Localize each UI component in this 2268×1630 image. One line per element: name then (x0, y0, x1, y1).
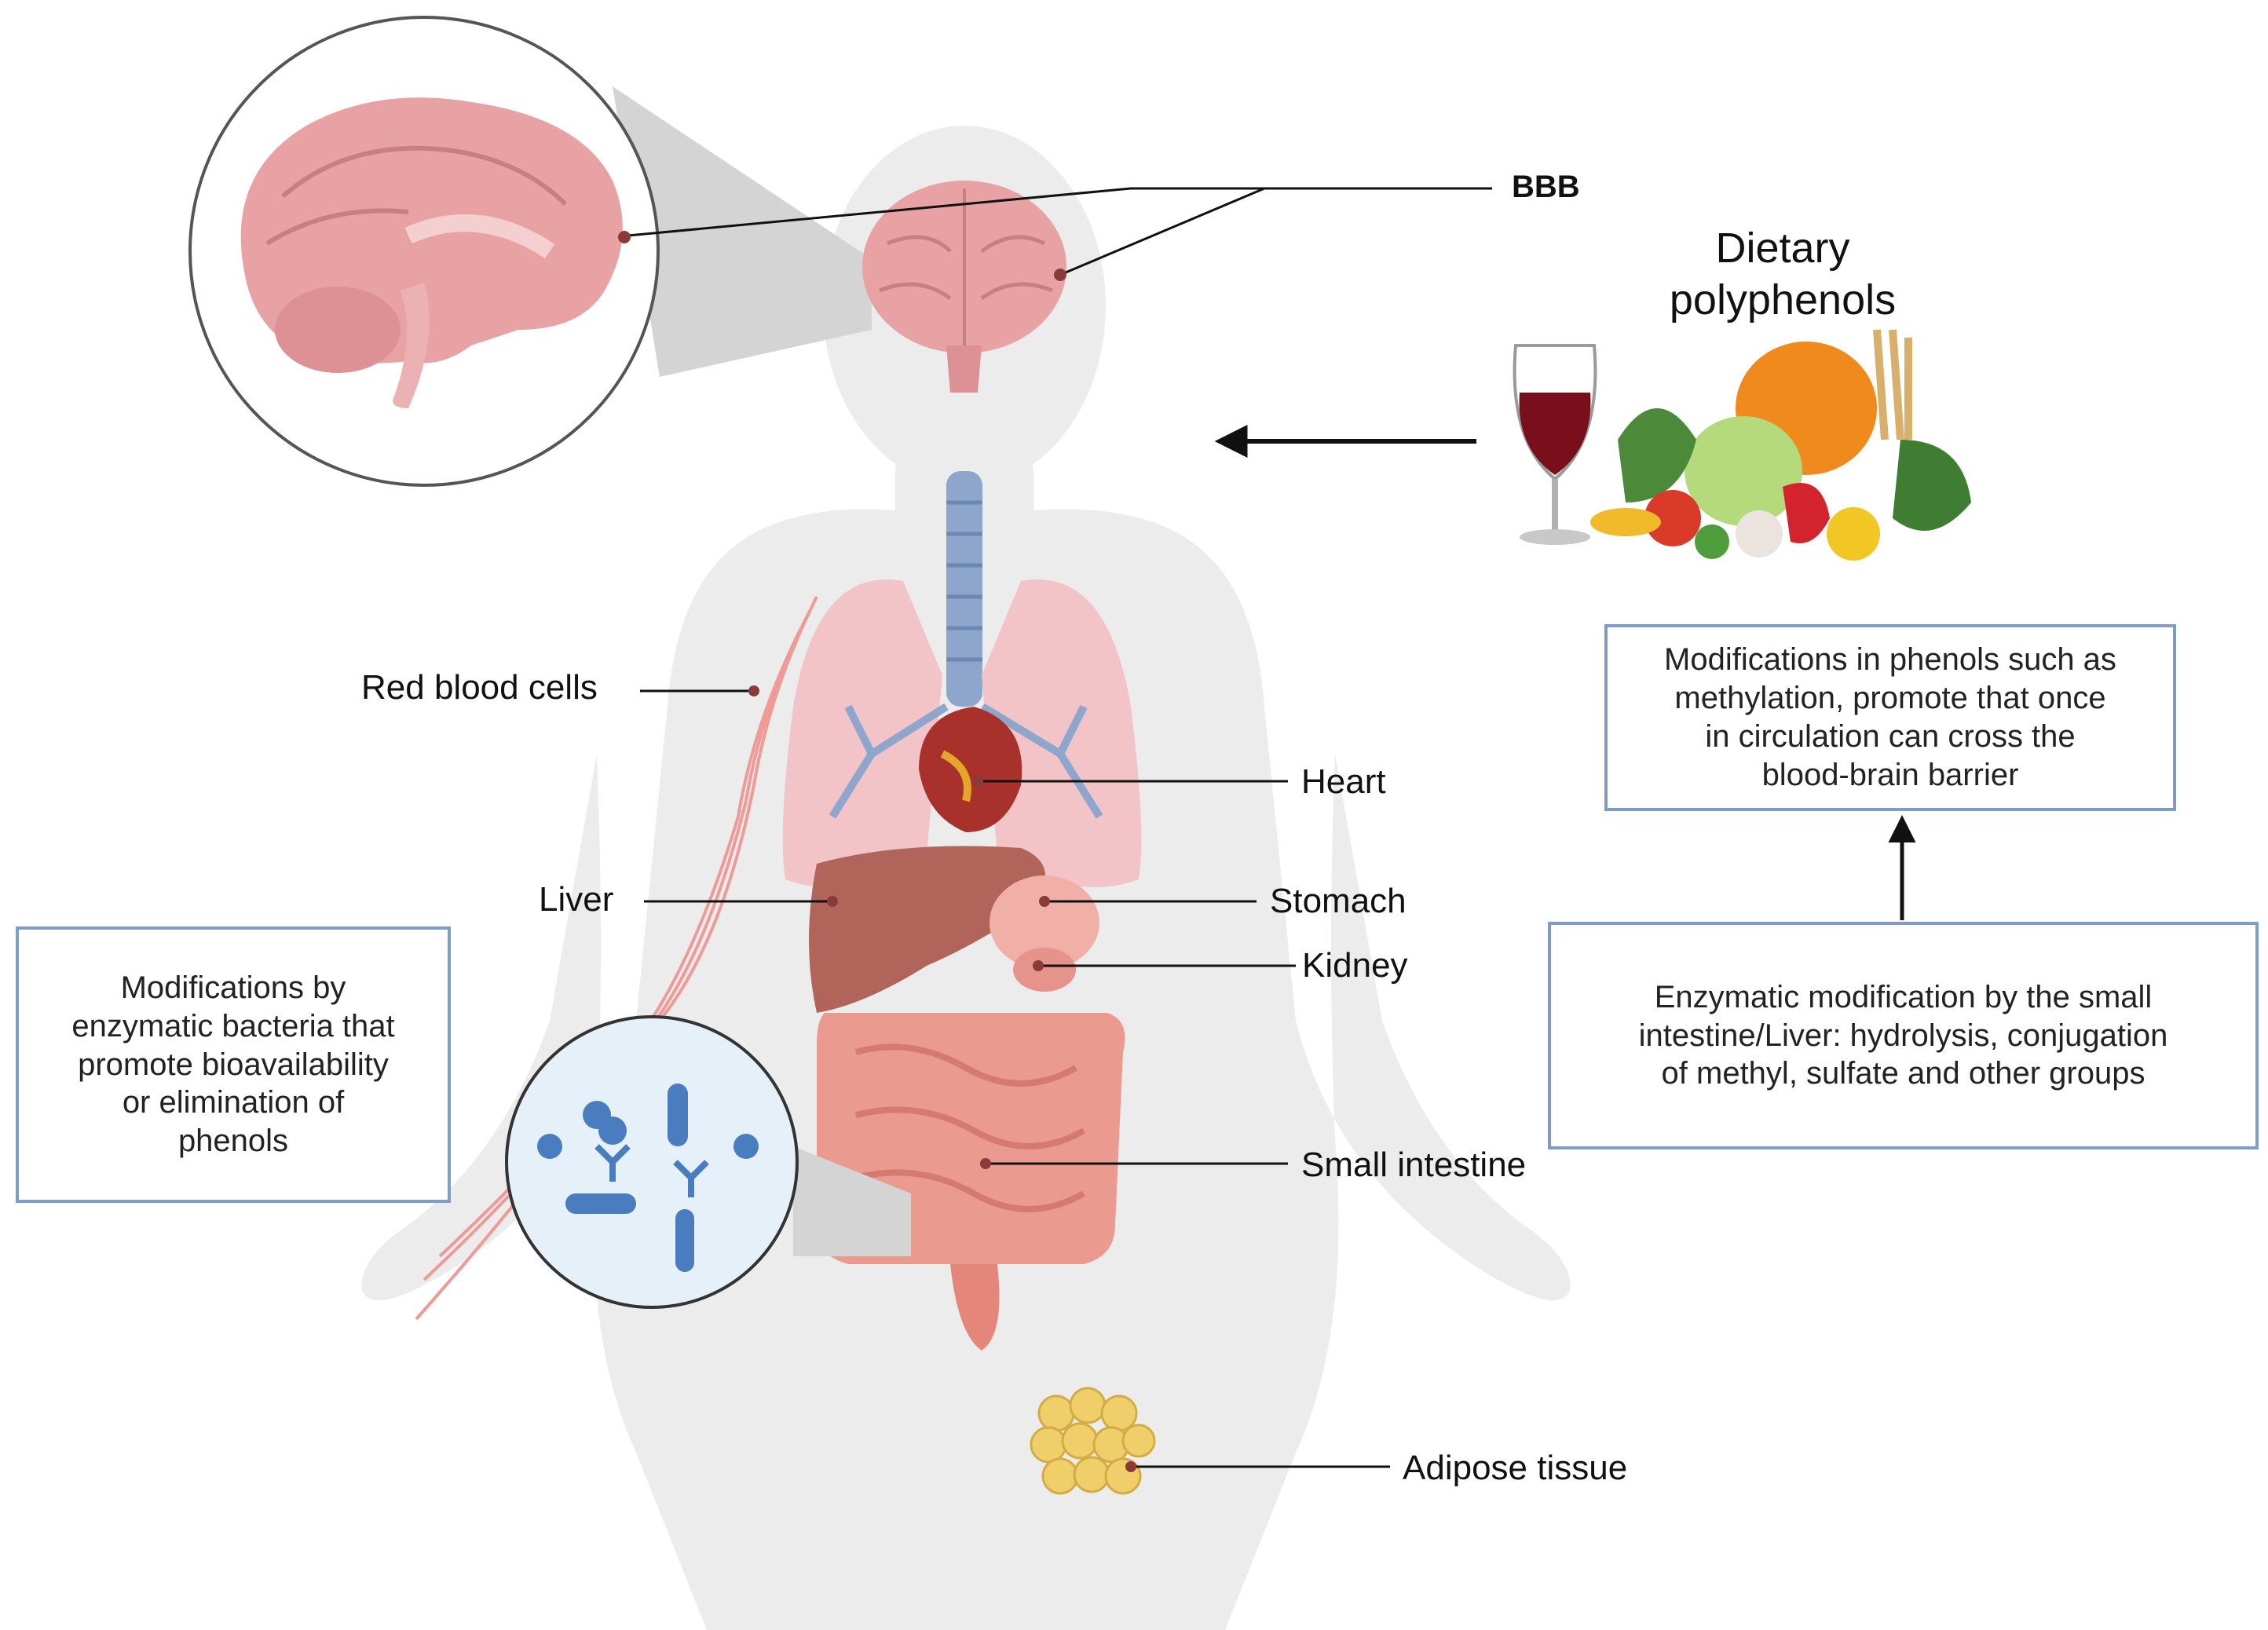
label-heart: Heart (1301, 762, 1386, 801)
bacteria-modification-text: Modifications by enzymatic bacteria that… (71, 970, 395, 1159)
vegetables-icon (1590, 329, 1971, 561)
brain-icon (862, 181, 1066, 393)
label-bbb: BBB (1512, 170, 1580, 204)
enzymatic-modification-box: Enzymatic modification by the small inte… (1548, 922, 2259, 1149)
stomach-icon (990, 875, 1099, 970)
label-liver: Liver (539, 880, 614, 919)
label-kidney: Kidney (1302, 946, 1408, 985)
enzymatic-modification-text: Enzymatic modification by the small inte… (1638, 979, 2168, 1091)
bacteria-zoom-circle (505, 1015, 799, 1309)
kidney-icon (1013, 948, 1076, 992)
label-red-blood-cells: Red blood cells (361, 668, 598, 707)
lungs-icon (782, 579, 1142, 887)
label-small-intestine: Small intestine (1301, 1146, 1527, 1184)
leader-lines (627, 187, 1492, 1468)
label-dietary-polyphenols: Dietary polyphenols (1669, 225, 1897, 323)
heart-icon (919, 707, 1022, 832)
bacteria-zoom-cone (793, 1146, 911, 1256)
bacteria-modification-box: Modifications by enzymatic bacteria that… (16, 926, 451, 1203)
label-stomach: Stomach (1270, 882, 1407, 920)
label-adipose-tissue: Adipose tissue (1403, 1449, 1628, 1487)
brain-zoom-cone (613, 86, 872, 377)
brain-sagittal-icon (240, 97, 623, 408)
adipose-icon (1030, 1387, 1156, 1495)
methylation-box: Modifications in phenols such as methyla… (1604, 624, 2176, 811)
trachea-icon (946, 471, 982, 707)
bacteria-icon (537, 1084, 759, 1272)
leader-dots (618, 231, 1136, 1472)
liver-icon (809, 846, 1046, 1013)
methylation-text: Modifications in phenols such as methyla… (1664, 642, 2116, 792)
wine-glass-icon (1513, 344, 1597, 545)
